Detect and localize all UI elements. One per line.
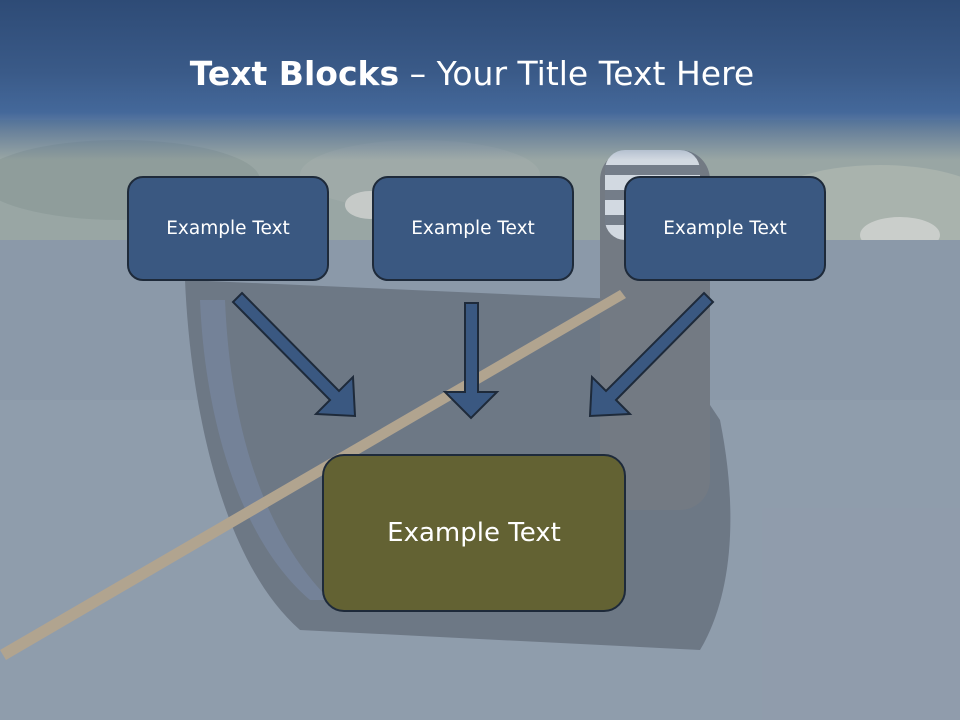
title-separator: – [399, 54, 437, 93]
text-box-left-label: Example Text [166, 218, 290, 239]
text-box-bottom: Example Text [322, 454, 626, 612]
text-box-center: Example Text [372, 176, 574, 281]
text-box-center-label: Example Text [411, 218, 535, 239]
title-rest-text: Your Title Text Here [436, 54, 755, 93]
slide-title: Text Blocks – Your Title Text Here [0, 52, 944, 96]
title-band [0, 0, 960, 160]
text-box-left: Example Text [127, 176, 329, 281]
text-box-bottom-label: Example Text [387, 518, 561, 548]
text-box-right: Example Text [624, 176, 826, 281]
title-bold-text: Text Blocks [189, 54, 400, 93]
text-box-right-label: Example Text [663, 218, 787, 239]
